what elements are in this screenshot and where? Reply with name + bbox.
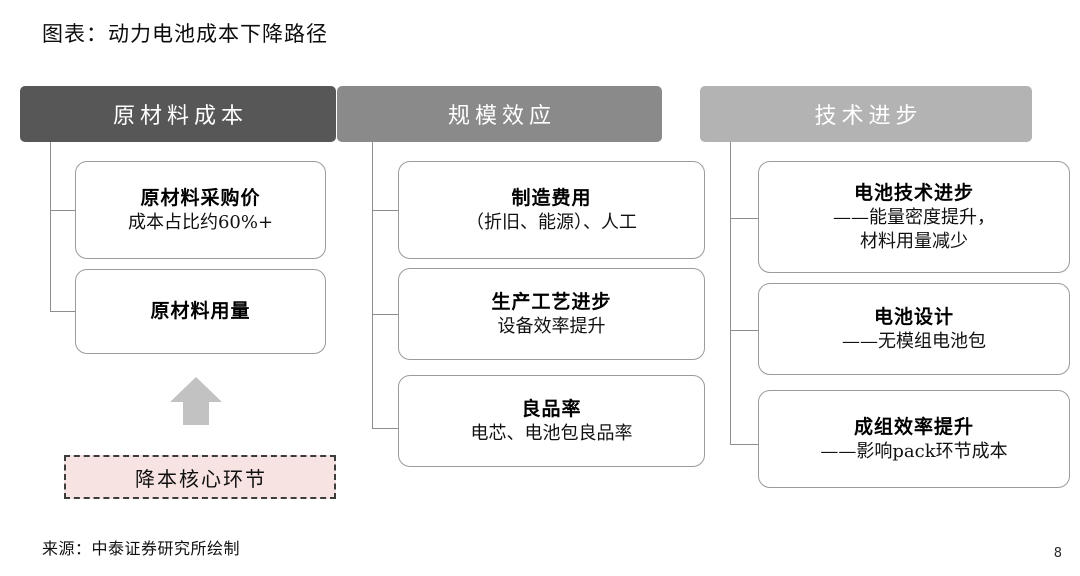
- column-header-scale-effect[interactable]: 规模效应: [337, 86, 662, 142]
- page-title: 图表：动力电池成本下降路径: [42, 22, 328, 46]
- node-subtitle: 成本占比约60%+: [127, 211, 274, 233]
- source-note: 来源：中泰证券研究所绘制: [42, 539, 241, 558]
- node-subtitle: 电芯、电池包良品率: [470, 422, 633, 444]
- node-title: 生产工艺进步: [491, 290, 612, 313]
- node-battery-design[interactable]: 电池设计 ——无模组电池包: [758, 283, 1070, 375]
- node-subtitle: （折旧、能源）、人工: [466, 211, 637, 233]
- connector-branch-col3-node2: [730, 330, 759, 331]
- node-title: 成组效率提升: [853, 415, 974, 438]
- node-subtitle-2: 材料用量减少: [860, 230, 968, 252]
- node-raw-material-price[interactable]: 原材料采购价 成本占比约60%+: [75, 161, 326, 259]
- connector-trunk-col1: [50, 142, 51, 312]
- connector-trunk-col3: [730, 142, 731, 445]
- node-title: 良品率: [521, 397, 582, 420]
- connector-branch-col3-node3: [730, 444, 759, 445]
- node-title: 电池设计: [873, 305, 954, 328]
- connector-branch-col1-node1: [50, 210, 76, 211]
- node-yield-rate[interactable]: 良品率 电芯、电池包良品率: [398, 375, 705, 467]
- node-title: 原材料用量: [150, 299, 251, 322]
- column-header-tech-progress[interactable]: 技术进步: [700, 86, 1032, 142]
- node-pack-efficiency[interactable]: 成组效率提升 ——影响pack环节成本: [758, 390, 1070, 488]
- node-title: 制造费用: [511, 186, 592, 209]
- page-number: 8: [1053, 546, 1062, 561]
- node-title: 电池技术进步: [853, 181, 974, 204]
- connector-branch-col2-node3: [372, 428, 399, 429]
- node-title: 原材料采购价: [140, 186, 261, 209]
- node-subtitle: ——无模组电池包: [842, 330, 986, 352]
- node-manufacturing-cost[interactable]: 制造费用 （折旧、能源）、人工: [398, 161, 705, 259]
- connector-branch-col2-node2: [372, 314, 399, 315]
- node-subtitle: 设备效率提升: [497, 315, 606, 337]
- node-process-improvement[interactable]: 生产工艺进步 设备效率提升: [398, 268, 705, 360]
- connector-trunk-col2: [372, 142, 373, 429]
- connector-branch-col3-node1: [730, 218, 759, 219]
- connector-branch-col2-node1: [372, 210, 399, 211]
- node-raw-material-usage[interactable]: 原材料用量: [75, 269, 326, 354]
- highlight-core-link[interactable]: 降本核心环节: [64, 455, 336, 499]
- node-battery-tech-progress[interactable]: 电池技术进步 ——能量密度提升， 材料用量减少: [758, 161, 1070, 273]
- column-header-raw-material[interactable]: 原材料成本: [20, 86, 336, 142]
- up-arrow-icon: [168, 375, 224, 427]
- node-subtitle: ——能量密度提升，: [833, 206, 995, 228]
- node-subtitle: ——影响pack环节成本: [820, 440, 1008, 462]
- connector-branch-col1-node2: [50, 311, 76, 312]
- highlight-label: 降本核心环节: [135, 466, 267, 491]
